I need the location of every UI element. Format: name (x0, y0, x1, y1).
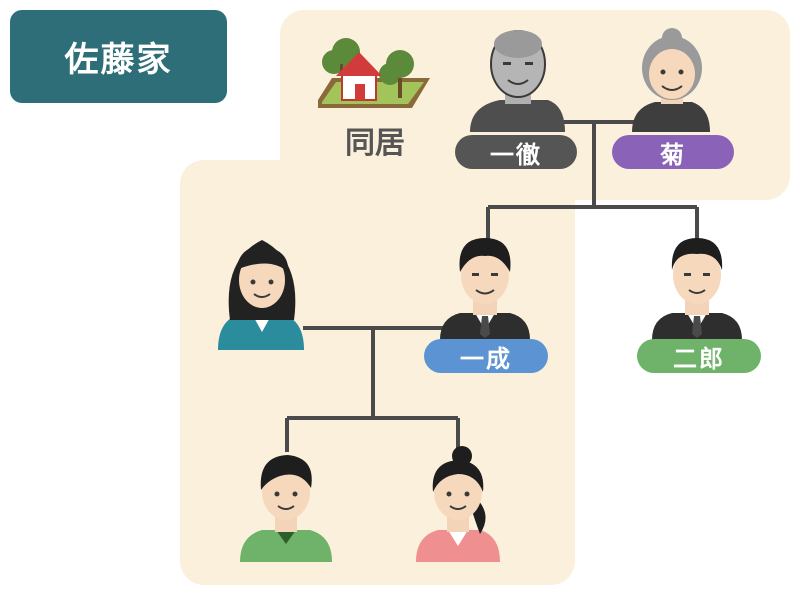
name-tag-grandmother: 菊 (612, 135, 734, 169)
name-tag-second-son: 二郎 (637, 339, 761, 373)
name-tag-son: 一成 (424, 339, 548, 373)
son-avatar (440, 238, 530, 340)
connector-lines (285, 120, 699, 452)
wife-avatar (218, 240, 304, 350)
cohabit-label: 同居 (345, 126, 405, 161)
second-son-avatar (652, 238, 742, 340)
family-title: 佐藤家 (10, 10, 227, 103)
grandmother-avatar (632, 28, 710, 132)
grandchild-2-avatar (416, 446, 500, 562)
grandfather-avatar (470, 30, 565, 132)
house-icon (318, 38, 430, 108)
name-tag-grandfather: 一徹 (455, 135, 577, 169)
grandchild-1-avatar (240, 455, 332, 562)
